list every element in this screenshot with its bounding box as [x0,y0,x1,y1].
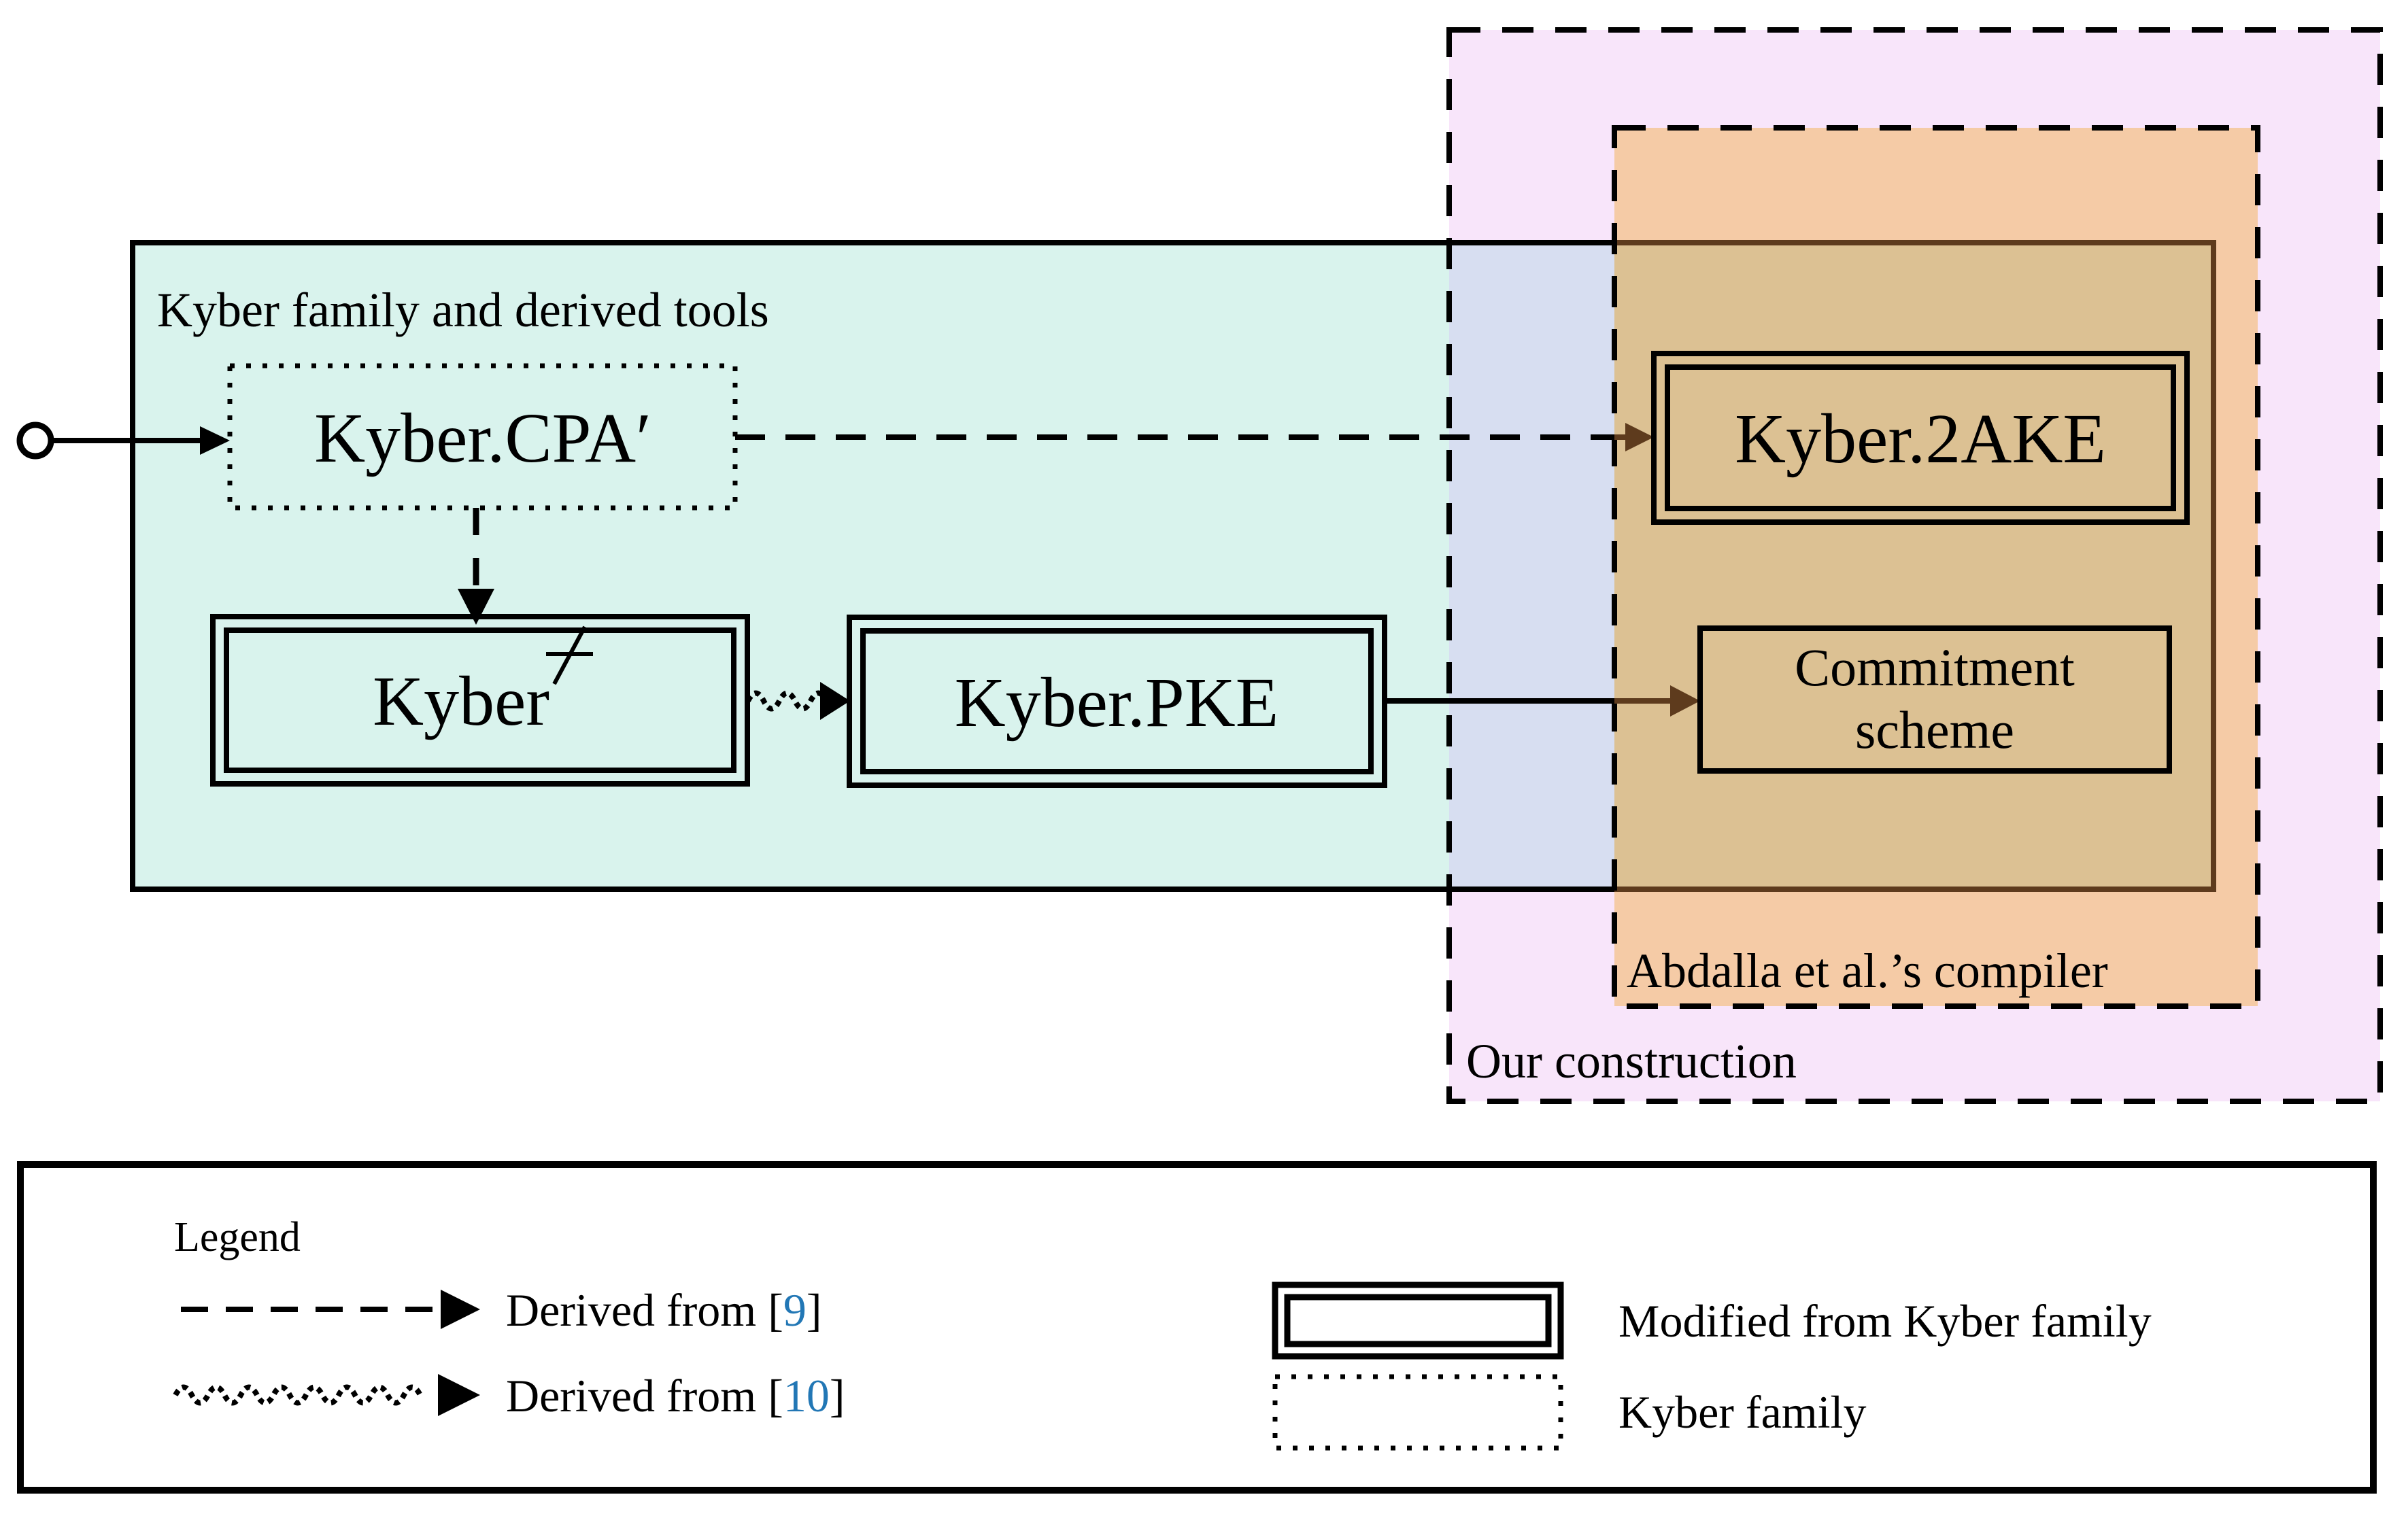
derived-arrow-kybernr-to-pke-shaft [745,690,829,712]
derived-arrowhead-kybernr-icon [458,589,494,625]
legend-wavy-arrow-sample [173,1384,423,1406]
node-kyber-pke-label: Kyber.PKE [955,664,1279,742]
family-construction-overlap-fill [1449,243,1614,889]
derived-arrowhead-2ake-icon [1625,423,1654,451]
slash-bar-superscript-icon [546,625,593,685]
node-kyber-cpa-label: Kyber.CPA′ [314,399,651,477]
node-commitment-label-line2: scheme [1855,700,2014,759]
legend-row-derived-9-prefix: Derived from [ [506,1284,783,1336]
legend-wavy-arrowhead-icon [438,1374,480,1416]
legend-row-derived-10-ref: 10 [783,1370,830,1422]
legend-dotted-box-sample [1272,1374,1563,1451]
node-kybernr-label: Kyber [373,662,549,740]
legend-row-kyber-family-label: Kyber family [1618,1386,1866,1438]
kyber-family-region-label: Kyber family and derived tools [157,283,769,337]
legend-row-derived-10: Derived from [10] [506,1370,845,1422]
kyber-family-region-fill [133,243,1449,889]
legend-title: Legend [174,1214,301,1260]
arrowhead-commitment-icon [1670,685,1700,717]
legend-row-derived-9: Derived from [9] [506,1284,822,1336]
node-kyber-2ake-box-outer [1651,351,2190,525]
our-construction-dashed-border [1446,27,2383,1104]
node-kyber-pke-box-outer [847,615,1387,788]
node-kyber-2ake-box-inner [1665,364,2176,511]
node-commitment-label-line1: Commitment [1795,638,2075,697]
node-commitment-box [1697,625,2172,774]
node-kybernr-box-outer [210,614,750,787]
node-kyber-cpa-box [227,363,738,511]
compiler-dashed-border [1612,125,2260,1009]
start-circle-icon [16,421,54,460]
family-compiler-overlap-fill [1614,243,2214,889]
legend-double-box-sample-inner [1284,1294,1552,1347]
legend-row-derived-10-prefix: Derived from [ [506,1370,783,1422]
compiler-region-label: Abdalla et al.’s compiler [1627,944,2108,998]
our-construction-region-label: Our construction [1466,1034,1797,1088]
derived-arrowhead-pke-icon [820,682,850,720]
legend-double-box-sample-outer [1272,1281,1564,1360]
node-kyber-pke-box-inner [860,628,1374,774]
node-kyber-2ake-label: Kyber.2AKE [1735,400,2106,478]
legend-row-modified-label: Modified from Kyber family [1618,1295,2152,1347]
node-kybernr-box-inner [224,627,736,773]
legend-box [17,1161,2377,1494]
legend-row-derived-9-ref: 9 [783,1284,807,1336]
legend-dashed-arrowhead-icon [441,1290,480,1329]
start-arrowhead-icon [200,426,230,455]
legend-row-derived-10-suffix: ] [830,1370,845,1422]
legend-row-derived-9-suffix: ] [807,1284,822,1336]
